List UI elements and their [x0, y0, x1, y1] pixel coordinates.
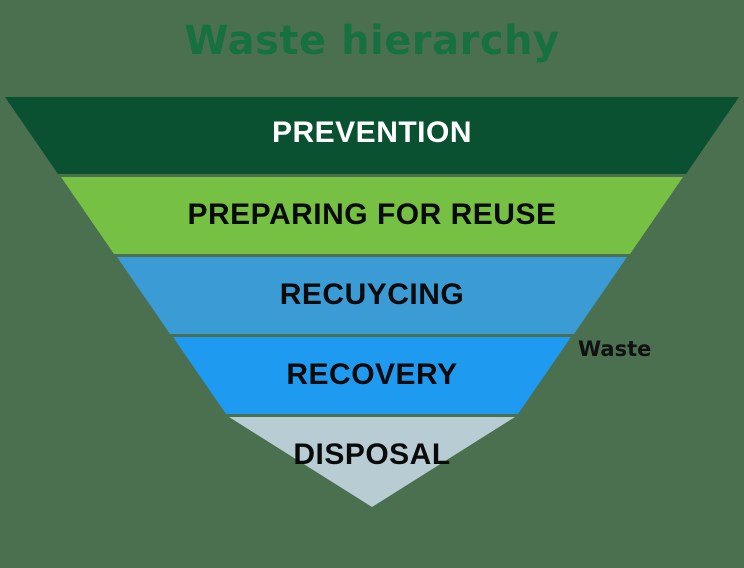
pyramid-label-recovery: RECOVERY	[286, 358, 458, 391]
pyramid-level-disposal	[229, 417, 515, 507]
page-title: Waste hierarchy	[184, 18, 560, 64]
pyramid-level-recuycing	[117, 257, 627, 334]
pyramid-label-preparing-for-reuse: PREPARING FOR REUSE	[187, 198, 557, 231]
pyramid-label-recuycing: RECUYCING	[279, 278, 465, 311]
pyramid-label-prevention: PREVENTION	[271, 116, 473, 149]
pyramid-level-prevention	[5, 97, 739, 174]
pyramid-level-recovery	[173, 337, 571, 414]
waste-annotation-label: Waste	[578, 337, 652, 361]
pyramid-level-preparing-for-reuse	[61, 177, 683, 254]
pyramid-label-disposal: DISPOSAL	[293, 438, 451, 471]
